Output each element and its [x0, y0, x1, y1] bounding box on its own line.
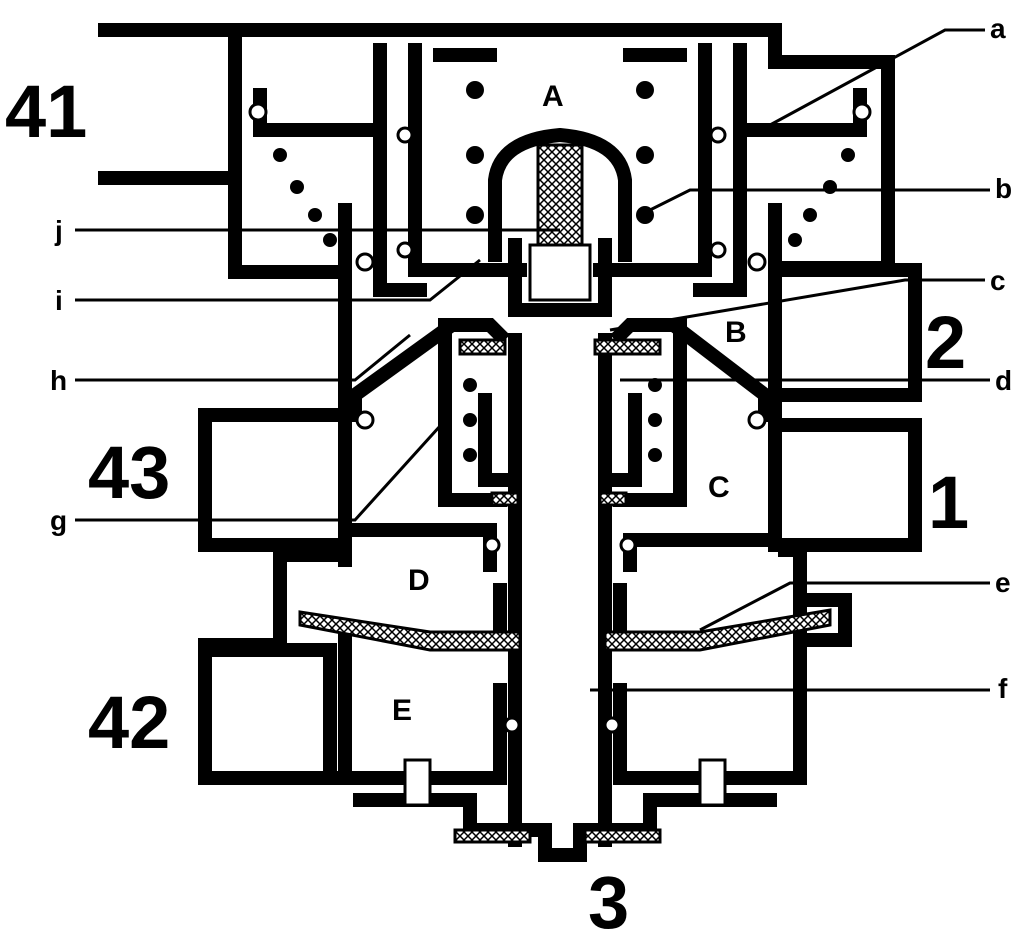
callout-i: i — [55, 285, 63, 316]
port-1-label: 1 — [928, 461, 969, 544]
callout-g: g — [50, 505, 67, 536]
callout-labels: a b c d e f g h i j — [50, 13, 1012, 704]
bolts — [403, 758, 727, 807]
callout-e: e — [995, 567, 1011, 598]
chamber-a-label: A — [542, 80, 564, 113]
callout-a: a — [990, 13, 1006, 44]
chamber-labels: A B C D E — [392, 80, 747, 727]
port-42-label: 42 — [88, 681, 170, 764]
port-3-label: 3 — [588, 861, 629, 933]
chamber-d-label: D — [408, 564, 430, 597]
port-2-label: 2 — [925, 301, 966, 384]
callout-b: b — [995, 173, 1012, 204]
chamber-b-label: B — [725, 316, 747, 349]
port-41-label: 41 — [5, 70, 87, 153]
chamber-e-label: E — [392, 694, 412, 727]
callout-h: h — [50, 365, 67, 396]
callout-j: j — [54, 215, 63, 246]
callout-d: d — [995, 365, 1012, 396]
chamber-c-label: C — [708, 471, 730, 504]
port-43-label: 43 — [88, 431, 170, 514]
o-rings — [248, 102, 872, 734]
callout-c: c — [990, 265, 1006, 296]
leader-lines — [75, 28, 990, 692]
callout-f: f — [998, 673, 1008, 704]
port-labels: 41 43 42 2 1 3 — [5, 70, 969, 933]
seals — [298, 143, 832, 844]
